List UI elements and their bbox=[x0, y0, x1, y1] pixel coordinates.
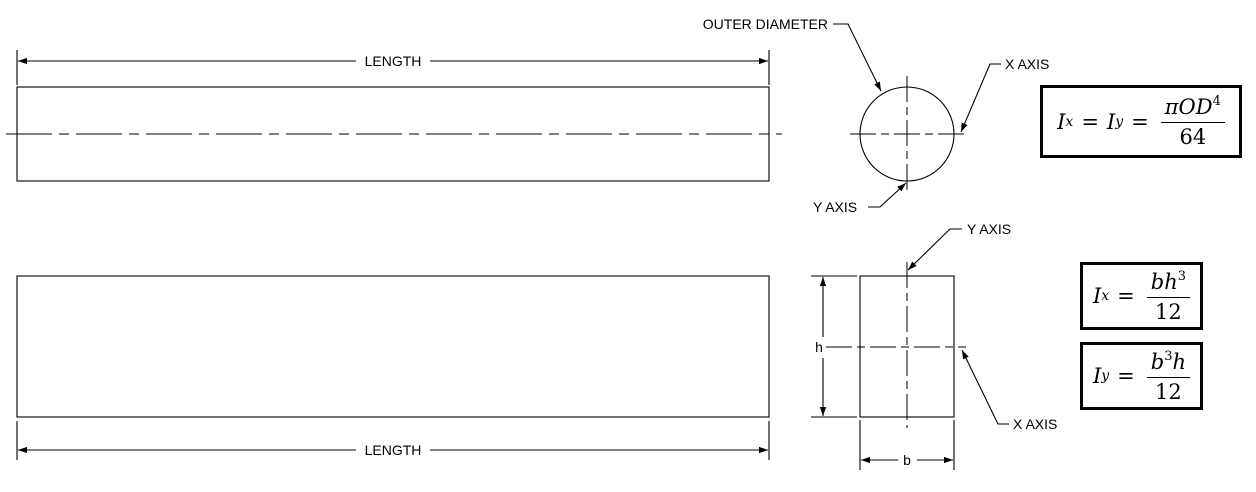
numerator-exponent: 3 bbox=[1164, 348, 1173, 364]
formula-fraction: πOD4 64 bbox=[1160, 94, 1225, 149]
length-label-bottom: LENGTH bbox=[365, 442, 422, 458]
formula-numerator: bh3 bbox=[1146, 268, 1191, 298]
formula-denominator: 12 bbox=[1155, 299, 1182, 324]
formula-symbol: I bbox=[1092, 284, 1102, 308]
base-label: b bbox=[903, 452, 911, 468]
circle-x-axis-callout: X AXIS bbox=[960, 56, 1049, 133]
formula-subscript: y bbox=[1101, 368, 1110, 384]
round-bar-side-view bbox=[6, 86, 782, 182]
formula-equals: = bbox=[1117, 364, 1135, 388]
formula-equals: = bbox=[1117, 284, 1135, 308]
numerator-exponent: 3 bbox=[1177, 268, 1187, 284]
circle-y-axis-callout: Y AXIS bbox=[813, 182, 907, 215]
formula-denominator: 12 bbox=[1155, 379, 1182, 404]
circle-y-axis-leader bbox=[868, 182, 907, 208]
height-dimension: h bbox=[811, 275, 857, 418]
outer-diameter-leader bbox=[833, 23, 882, 92]
numerator-text: bh bbox=[1150, 269, 1178, 294]
rect-x-axis-label: X AXIS bbox=[1013, 416, 1057, 432]
numerator-text: h bbox=[1172, 349, 1187, 374]
rect-x-axis-leader bbox=[961, 349, 1009, 425]
rect-bar-outline bbox=[16, 275, 770, 418]
formula-subscript: y bbox=[1115, 113, 1124, 130]
rect-y-axis-leader bbox=[907, 228, 962, 271]
formula-subscript: x bbox=[1101, 288, 1110, 304]
formula-symbol: I bbox=[1106, 109, 1116, 134]
length-dimension-top: LENGTH bbox=[16, 50, 770, 85]
rect-x-axis-callout: X AXIS bbox=[961, 349, 1057, 432]
formula-symbol: I bbox=[1092, 364, 1102, 388]
rect-bar-side-view bbox=[16, 275, 770, 418]
numerator-exponent: 4 bbox=[1212, 94, 1221, 109]
rect-y-axis-label: Y AXIS bbox=[967, 221, 1011, 237]
base-dimension: b bbox=[859, 420, 955, 470]
formula-fraction: b3h 12 bbox=[1146, 348, 1191, 404]
outer-diameter-callout: OUTER DIAMETER bbox=[703, 16, 882, 92]
formula-equals: = bbox=[1131, 109, 1149, 134]
formula-denominator: 64 bbox=[1179, 125, 1207, 149]
formula-numerator: b3h bbox=[1146, 348, 1191, 378]
rect-y-axis-callout: Y AXIS bbox=[907, 221, 1011, 271]
circle-y-axis-label: Y AXIS bbox=[813, 199, 857, 215]
outer-diameter-label: OUTER DIAMETER bbox=[703, 16, 828, 32]
height-label: h bbox=[815, 339, 823, 355]
formula-equals: = bbox=[1081, 109, 1099, 134]
numerator-text: πOD bbox=[1164, 95, 1213, 119]
formula-symbol: I bbox=[1057, 109, 1066, 134]
formula-numerator: πOD4 bbox=[1160, 94, 1225, 123]
numerator-text: b bbox=[1150, 349, 1165, 374]
length-label-top: LENGTH bbox=[365, 53, 422, 69]
length-dimension-bottom: LENGTH bbox=[16, 421, 770, 460]
rect-cross-section bbox=[826, 262, 966, 428]
round-cross-section bbox=[850, 76, 966, 192]
formula-subscript: x bbox=[1065, 113, 1074, 130]
circle-x-axis-leader bbox=[960, 63, 1001, 133]
circle-x-axis-label: X AXIS bbox=[1005, 56, 1049, 72]
formula-fraction: bh3 12 bbox=[1146, 268, 1191, 324]
